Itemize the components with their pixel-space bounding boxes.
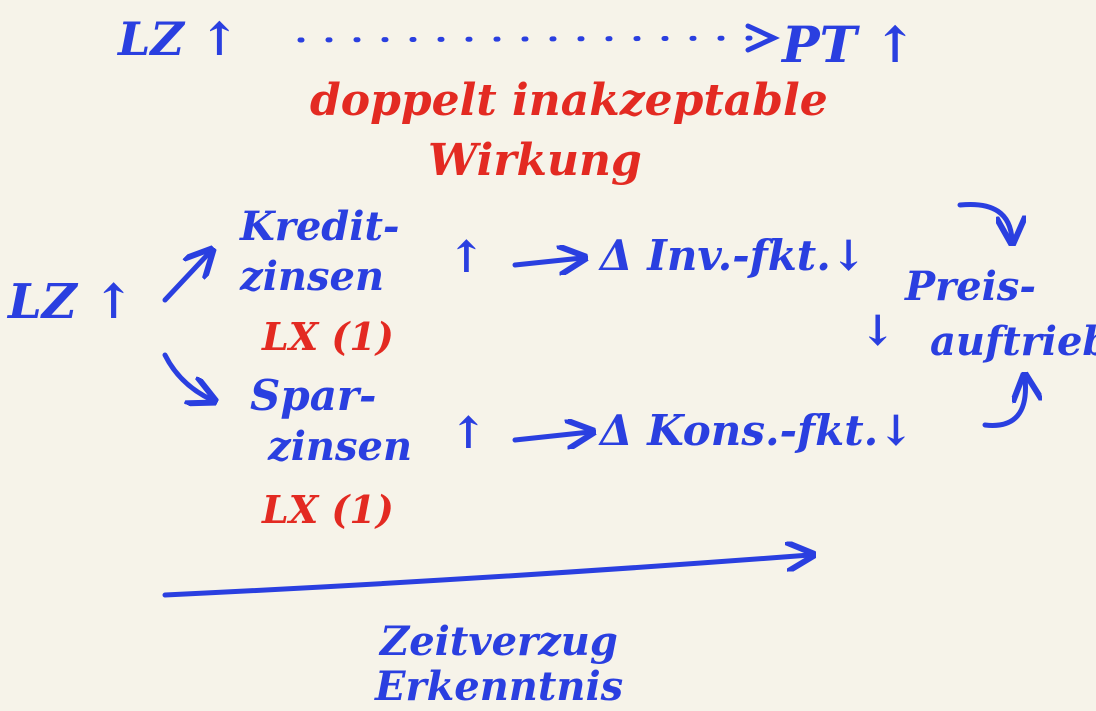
upper-right-arrow <box>512 258 582 265</box>
red-note-line2: Wirkung <box>428 135 642 186</box>
price-down-arrow: ↓ <box>860 306 895 355</box>
lz-top-label: LZ ↑ <box>116 12 238 66</box>
lower-word-line2: zinsen <box>267 423 412 470</box>
arrow-to-upper-branch <box>162 252 210 303</box>
price-line2: auftrieb <box>930 318 1096 365</box>
lower-curved-arrow <box>982 378 1026 428</box>
time-arrow <box>162 555 810 598</box>
dotted-arrow-head <box>745 23 780 53</box>
upper-up-arrow: ↑ <box>448 232 485 283</box>
arrow-to-lower-branch <box>162 352 212 400</box>
price-line1: Preis- <box>904 263 1036 310</box>
upper-word-line2: zinsen <box>239 253 384 300</box>
lower-word-line1: Spar- <box>250 371 376 420</box>
upper-effect: Δ Inv.-fkt.↓ <box>598 231 866 280</box>
bottom-line2: Erkenntnis <box>374 663 623 710</box>
lower-mark: LX (1) <box>261 487 394 532</box>
upper-word-line1: Kredit- <box>239 203 400 250</box>
lower-up-arrow: ↑ <box>450 408 487 459</box>
lz-root-label: LZ ↑ <box>6 274 134 330</box>
bottom-line1: Zeitverzug <box>378 618 618 665</box>
lower-right-arrow <box>512 432 590 440</box>
dotted-arrow <box>297 35 773 43</box>
red-note-line1: doppelt inakzeptable <box>310 75 828 126</box>
lower-effect: Δ Kons.-fkt.↓ <box>598 406 913 455</box>
upper-mark: LX (1) <box>261 314 394 359</box>
pt-top-label: PT ↑ <box>780 15 916 74</box>
upper-curved-arrow <box>957 201 1012 240</box>
